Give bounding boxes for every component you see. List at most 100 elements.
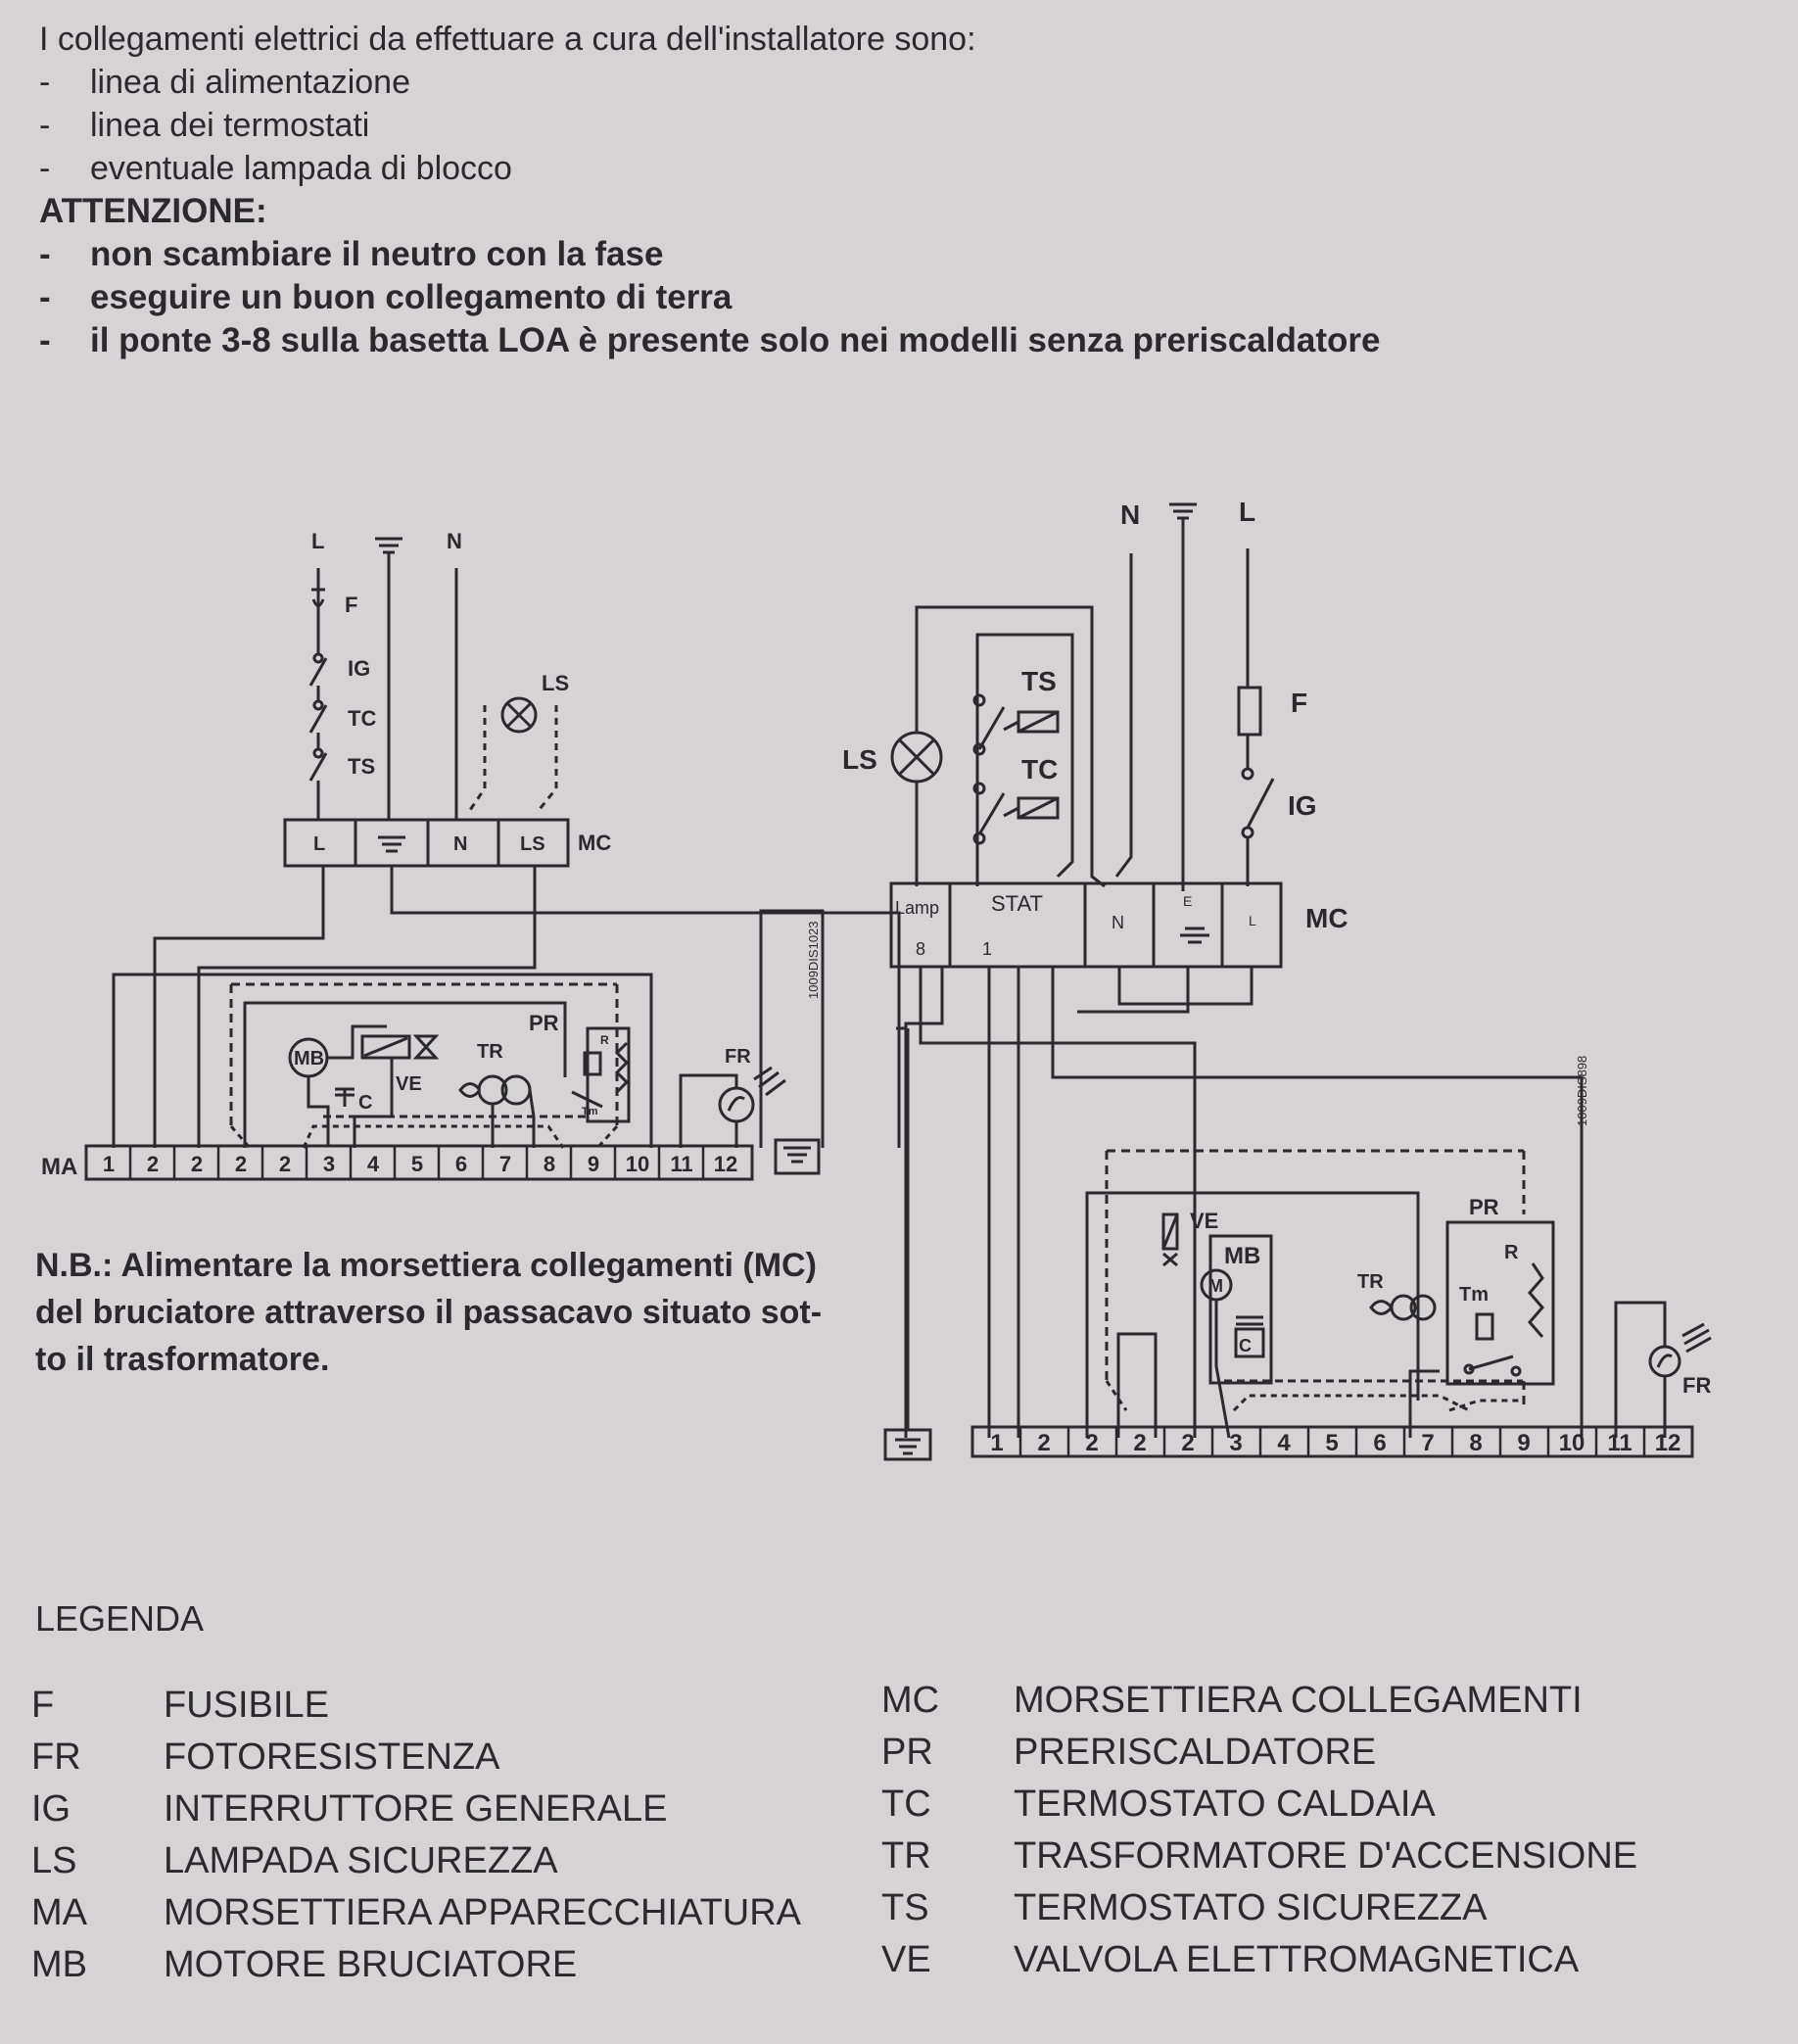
left-ma-terminal: 1 (103, 1152, 115, 1176)
right-ma-terminal: 9 (1517, 1430, 1530, 1456)
legend-desc: TERMOSTATO SICUREZZA (1014, 1887, 1488, 1928)
legend-code: PR (881, 1732, 933, 1773)
legend-code: TS (881, 1887, 929, 1928)
right-mc-cell-N: N (1112, 913, 1124, 932)
intro-item: -eventuale lampada di blocco (39, 147, 1410, 190)
warning-text: il ponte 3-8 sulla basetta LOA è present… (90, 321, 1381, 359)
right-label-LS: LS (842, 744, 877, 775)
right-ma-terminal: 4 (1277, 1430, 1291, 1456)
left-ma-terminal: 3 (323, 1152, 335, 1176)
right-label-C: C (1239, 1336, 1252, 1355)
right-ma-terminal: 8 (1469, 1430, 1482, 1456)
legend-desc: INTERRUTTORE GENERALE (164, 1788, 668, 1830)
legend-code: LS (31, 1840, 77, 1881)
legend-desc: FOTORESISTENZA (164, 1736, 500, 1778)
left-ma-terminal: 2 (191, 1152, 203, 1176)
legend-code: F (31, 1685, 55, 1726)
left-ma-terminal: 2 (279, 1152, 291, 1176)
legend-desc: FUSIBILE (164, 1685, 329, 1726)
left-ma-terminal: 9 (588, 1152, 599, 1176)
left-ma-label: MA (41, 1154, 77, 1180)
left-ma-terminal: 2 (235, 1152, 247, 1176)
warning-item: -il ponte 3-8 sulla basetta LOA è presen… (39, 319, 1410, 362)
dash: - (39, 235, 51, 273)
legend-row: TS TERMOSTATO SICUREZZA (881, 1887, 1637, 1939)
left-mc-cell-LS: LS (520, 833, 545, 855)
right-ma-terminal: 6 (1373, 1430, 1386, 1456)
left-label-PR: PR (529, 1011, 559, 1035)
right-mc-label: MC (1305, 903, 1348, 933)
left-ma-terminal: 11 (670, 1152, 692, 1176)
legend-code: TC (881, 1783, 931, 1825)
right-ma-terminal: 2 (1085, 1430, 1098, 1456)
left-label-R: R (600, 1033, 609, 1047)
warning-item: -non scambiare il neutro con la fase (39, 233, 1410, 276)
legend-code: MC (881, 1680, 940, 1721)
legend-code: FR (31, 1736, 81, 1778)
right-label-M: M (1208, 1276, 1223, 1296)
right-label-R: R (1504, 1242, 1519, 1263)
right-ma-terminal: 7 (1421, 1430, 1434, 1456)
intro-block: I collegamenti elettrici da effettuare a… (39, 18, 1410, 362)
left-label-F: F (345, 593, 357, 617)
left-ma-terminal: 8 (544, 1152, 555, 1176)
dash: - (39, 278, 51, 316)
left-label-Tm: Tm (582, 1106, 598, 1117)
right-mc-cell-E: E (1183, 893, 1192, 909)
legend-desc: TRASFORMATORE D'ACCENSIONE (1014, 1835, 1638, 1877)
dash: - (39, 64, 51, 101)
item-text: linea di alimentazione (90, 64, 410, 101)
left-label-C: C (358, 1092, 372, 1114)
right-label-MB: MB (1224, 1243, 1260, 1269)
right-ma-terminal: 1 (990, 1430, 1003, 1456)
warning-title: ATTENZIONE: (39, 192, 267, 230)
legend-code: VE (881, 1939, 931, 1980)
legend-desc: LAMPADA SICUREZZA (164, 1840, 558, 1881)
right-label-VE: VE (1190, 1209, 1218, 1233)
legend-row: FR FOTORESISTENZA (31, 1736, 801, 1788)
right-label-F: F (1291, 688, 1307, 718)
left-diagram (84, 537, 901, 1181)
left-label-TS: TS (348, 754, 375, 779)
left-ma-terminal: 2 (147, 1152, 159, 1176)
right-mc-cell-1: 1 (982, 939, 992, 959)
legend-title: LEGENDA (35, 1598, 205, 1639)
intro-item: - linea di alimentazione (39, 61, 1410, 104)
right-mc-cell-stat: STAT (991, 891, 1043, 916)
left-ma-terminal: 5 (411, 1152, 423, 1176)
right-label-TS: TS (1021, 666, 1057, 696)
left-label-LS: LS (542, 671, 569, 695)
left-label-L: L (311, 529, 324, 553)
left-label-TC: TC (348, 706, 376, 731)
legend-row: IG INTERRUTTORE GENERALE (31, 1788, 801, 1840)
right-mc-cell-8: 8 (916, 939, 925, 959)
right-diagram-code: 1009DIS898 (1575, 1056, 1589, 1126)
left-mc-cell-N: N (453, 833, 467, 855)
item-text: eventuale lampada di blocco (90, 150, 512, 187)
legend-desc: MORSETTIERA APPARECCHIATURA (164, 1892, 802, 1933)
right-mc-cell-lamp: Lamp (895, 898, 939, 918)
legend-row: TR TRASFORMATORE D'ACCENSIONE (881, 1835, 1637, 1887)
left-label-MB: MB (294, 1048, 324, 1070)
left-diagram-code: 1009DIS1023 (806, 921, 821, 999)
legend-code: MA (31, 1892, 87, 1933)
right-label-TC: TC (1021, 754, 1058, 784)
legend-code: TR (881, 1835, 931, 1877)
note-text: N.B.: Alimentare la morsettiera collegam… (35, 1247, 823, 1378)
intro-item: -linea dei termostati (39, 104, 1410, 147)
left-ma-terminal: 12 (714, 1152, 737, 1176)
left-label-TR: TR (477, 1041, 503, 1063)
left-ma-terminal: 10 (626, 1152, 649, 1176)
left-label-N: N (447, 529, 462, 553)
legend-row: MA MORSETTIERA APPARECCHIATURA (31, 1892, 801, 1944)
right-label-TR: TR (1357, 1271, 1384, 1293)
legend-code: IG (31, 1788, 71, 1830)
left-ma-terminal: 6 (455, 1152, 467, 1176)
intro-heading: I collegamenti elettrici da effettuare a… (39, 21, 976, 58)
warning-item: -eseguire un buon collegamento di terra (39, 276, 1410, 319)
